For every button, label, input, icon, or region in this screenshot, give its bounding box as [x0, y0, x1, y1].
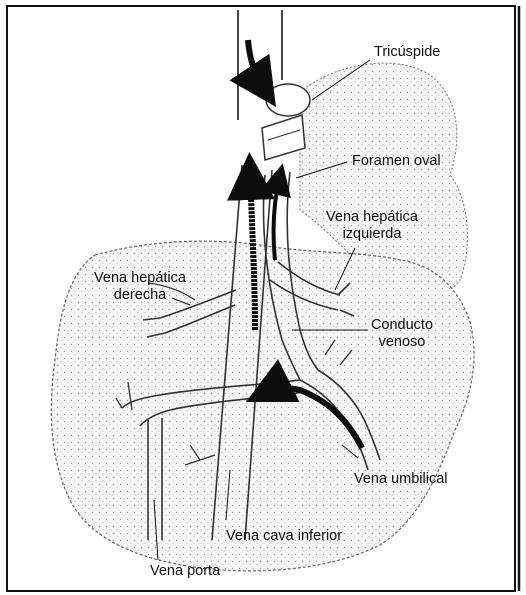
label-foramen-oval: Foramen oval [352, 153, 441, 170]
label-conducto-venoso: Conducto venoso [364, 317, 440, 351]
label-conducto-venoso-line1: Conducto [364, 317, 440, 334]
label-vena-hepatica-izquierda-line2: izquierda [318, 226, 426, 243]
label-vena-umbilical: Vena umbilical [354, 471, 448, 488]
label-vena-cava-inferior: Vena cava inferior [226, 528, 342, 545]
label-vena-hepatica-derecha-line1: Vena hepática [82, 270, 198, 287]
label-tricuspide: Tricúspide [374, 44, 440, 61]
label-conducto-venoso-line2: venoso [364, 334, 440, 351]
tricuspid-valve [262, 84, 310, 160]
label-vena-porta: Vena porta [150, 563, 220, 580]
label-vena-hepatica-derecha-line2: derecha [82, 287, 198, 304]
label-vena-hepatica-izquierda: Vena hepática izquierda [318, 209, 426, 243]
label-vena-hepatica-izquierda-line1: Vena hepática [318, 209, 426, 226]
label-vena-hepatica-derecha: Vena hepática derecha [82, 270, 198, 304]
